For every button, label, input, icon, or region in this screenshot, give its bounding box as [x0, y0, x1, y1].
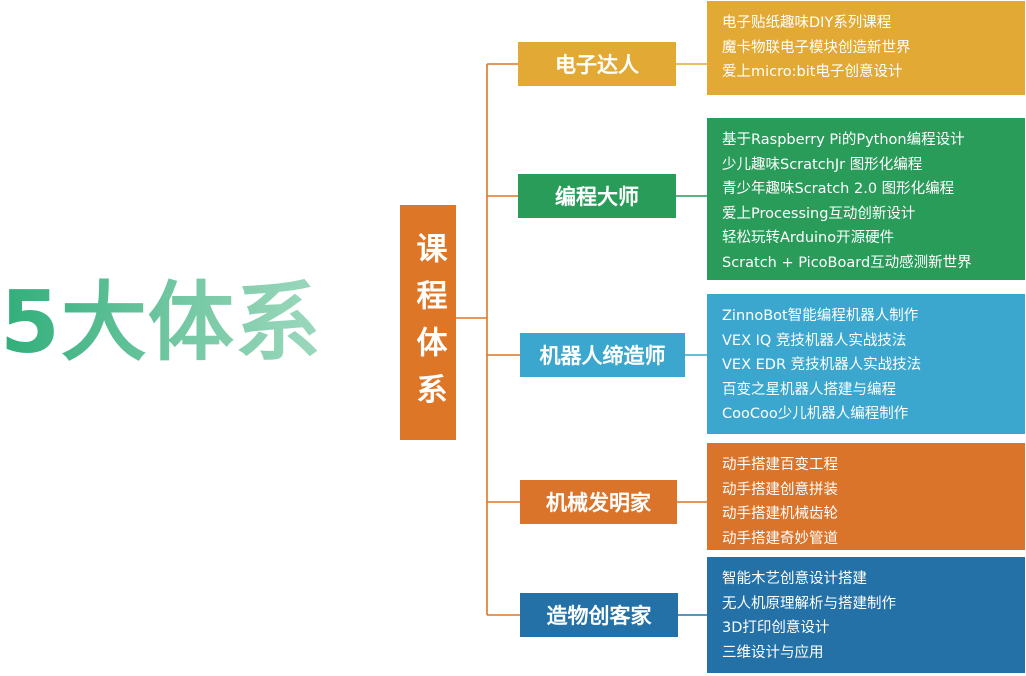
course-item: 电子贴纸趣味DIY系列课程 [722, 15, 892, 31]
course-item: 动手搭建创意拼装 [722, 481, 838, 498]
detail-box-programming: 基于Raspberry Pi的Python编程设计少儿趣味ScratchJr 图… [707, 118, 1025, 280]
course-item: VEX IQ 竞技机器人实战技法 [722, 332, 907, 349]
course-item: 无人机原理解析与搭建制作 [722, 595, 896, 612]
course-item: Scratch + PicoBoard互动感测新世界 [722, 254, 972, 271]
detail-box-mechanics: 动手搭建百变工程动手搭建创意拼装动手搭建机械齿轮动手搭建奇妙管道 [707, 443, 1025, 550]
course-item: 爱上micro:bit电子创意设计 [722, 64, 903, 81]
category-robotics: 机器人缔造师 [520, 333, 685, 377]
course-item: 基于Raspberry Pi的Python编程设计 [722, 132, 965, 148]
main-title: 5大体系 [0, 268, 330, 378]
category-electronics: 电子达人 [518, 42, 676, 86]
course-item: 爱上Processing互动创新设计 [722, 205, 916, 222]
course-item: 少儿趣味ScratchJr 图形化编程 [722, 156, 923, 173]
course-item: 轻松玩转Arduino开源硬件 [722, 230, 895, 247]
course-item: 三维设计与应用 [722, 644, 824, 661]
course-item: CooCoo少儿机器人编程制作 [722, 406, 909, 423]
course-item: 魔卡物联电子模块创造新世界 [722, 39, 911, 56]
detail-box-electronics: 电子贴纸趣味DIY系列课程魔卡物联电子模块创造新世界爱上micro:bit电子创… [707, 1, 1025, 95]
category-mechanics: 机械发明家 [520, 480, 677, 524]
course-item: 动手搭建奇妙管道 [722, 530, 838, 547]
course-item: VEX EDR 竞技机器人实战技法 [722, 357, 922, 374]
detail-box-maker: 智能木艺创意设计搭建无人机原理解析与搭建制作 3D打印创意设计三维设计与应用 [707, 557, 1025, 673]
course-item: 智能木艺创意设计搭建 [722, 571, 867, 587]
course-item: 动手搭建机械齿轮 [722, 506, 838, 523]
course-item: 青少年趣味Scratch 2.0 图形化编程 [722, 181, 955, 198]
course-item: 3D打印创意设计 [722, 620, 830, 637]
category-maker: 造物创客家 [520, 593, 678, 637]
root-node: 课程体系 [400, 205, 456, 440]
course-item: ZinnoBot智能编程机器人制作 [722, 308, 919, 324]
detail-box-robotics: ZinnoBot智能编程机器人制作 VEX IQ 竞技机器人实战技法 VEX EDR… [707, 294, 1025, 434]
course-item: 动手搭建百变工程 [722, 457, 838, 473]
course-item: 百变之星机器人搭建与编程 [722, 381, 896, 398]
root-label: 课程体系 [410, 231, 447, 420]
category-programming: 编程大师 [518, 174, 676, 218]
